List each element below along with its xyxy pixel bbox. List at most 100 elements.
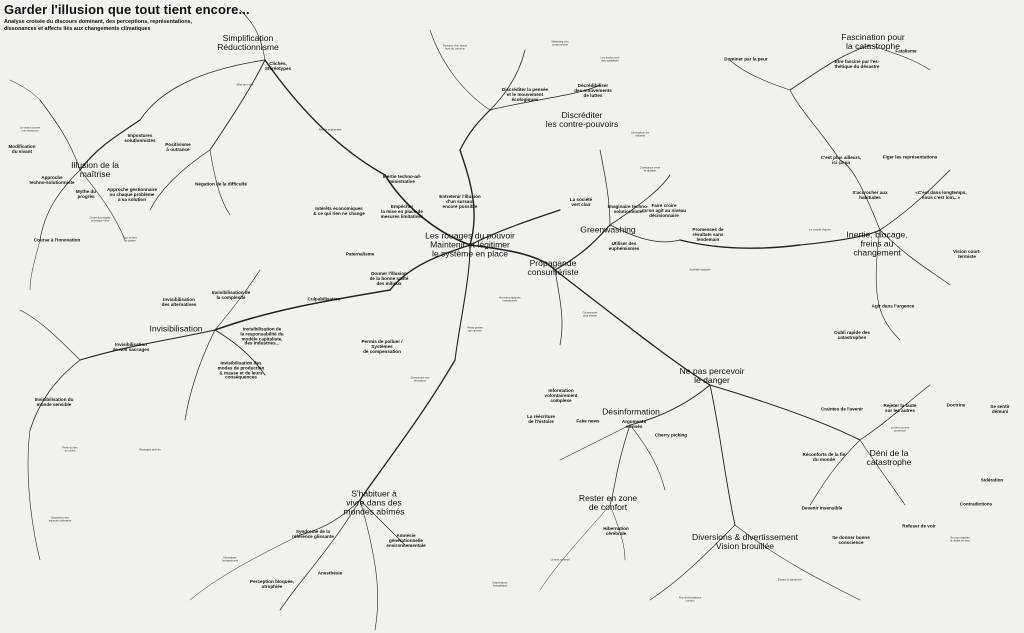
cat-refuser-voir: Refuser de voir: [902, 523, 936, 529]
cat-sideration: Sidération: [980, 477, 1004, 483]
hub-danger: Ne pas percevoir le danger: [679, 365, 745, 385]
hub-simplification: Simplification Réductionnisme: [217, 32, 279, 52]
leaf-note: Paysages abîmés: [139, 448, 161, 452]
leaf-note: Le vivant comme une ressource: [19, 126, 41, 133]
cat-illusion-bonne-sante: Donner l'illusion de la bonne santé des …: [369, 270, 409, 286]
cat-sursaut-possible: Entretenir l'illusion d'un sursaut encor…: [439, 193, 481, 209]
leaf-note: Petits gestes qui sauvent: [467, 326, 483, 333]
cat-mythe-progres: Mythe du progrès: [75, 189, 97, 199]
leaf-note: Bonnes pratiques individuelles: [499, 296, 521, 303]
leaf-note: Marketing vert consumériste: [551, 40, 569, 47]
cat-dominer-peur: Dominer par la peur: [724, 56, 768, 62]
cat-decredibiliser-luttes: Décrédibiliser des mouvements de luttes: [574, 82, 612, 98]
hub-propagande: Propagande consumériste: [527, 257, 579, 277]
cat-info-complexe: Information volontairement complexe: [544, 387, 578, 403]
cat-techno-solutionniste: Approche techno-solutionniste: [29, 175, 75, 185]
cat-dans-longtemps: «C'est dans longtemps, nous c'est loin..…: [915, 190, 967, 200]
hub-illusion-maitrise: Illusion de la maîtrise: [71, 159, 119, 179]
cat-invis-monde-sensible: Invisibilisation du monde sensible: [34, 397, 74, 407]
cat-cherry-picking: Cherry picking: [654, 432, 688, 438]
leaf-note: Flux d'informations continu: [678, 596, 702, 603]
cat-invis-capitaliste: Invisibilisation de la responsabilité du…: [240, 326, 284, 346]
cat-euphemismes: Utiliser des euphémismes: [608, 241, 640, 251]
cat-agir-urgence: Agir dans l'urgence: [871, 303, 915, 309]
hub-inertie: Inertie, blocage, freins au changement: [846, 229, 908, 258]
cat-bonne-conscience: Se donner bonne conscience: [832, 535, 870, 545]
leaf-note: Ne pas regarder la réalité en face: [950, 536, 970, 543]
leaf-note: Perte du lien au vivant: [62, 446, 78, 453]
leaf-note: Le monde d'après: [809, 228, 831, 232]
cat-discrediter-pensee: Discréditer la pensée et le mouvement éc…: [501, 86, 549, 102]
cat-hibernation: Hibernation cérébrale: [603, 526, 629, 536]
leaf-note: Sobriété imposée: [689, 268, 711, 272]
hub-s-habituer: S'habituer à vivre dans des mondes abîmé…: [343, 488, 405, 517]
cat-culpabilisation: Culpabilisation: [307, 296, 341, 302]
cat-invis-alternatives: Invisibilisation des alternatives: [161, 297, 197, 307]
cat-positivisme: Positivisme à outrance: [165, 142, 191, 152]
hub-rouages-pouvoir: Les rouages du pouvoir Maintenir et légi…: [425, 230, 515, 259]
cat-imaginaire-techno: Imaginaire techno- solutionniste: [607, 204, 649, 214]
cat-course-innovation: Course à l'innovation: [33, 237, 81, 243]
hub-zone-confort: Rester en zone de confort: [578, 492, 638, 512]
cat-impostures: Impostures solutionnistes: [124, 133, 156, 143]
leaf-note: Confort matériel: [550, 558, 570, 562]
cat-contradictions: Contradictions: [959, 501, 993, 507]
cat-esthetique-desastre: Etre fasciné par l'es- thétique du désas…: [834, 59, 880, 69]
cat-invis-saccages: Invisibilisation de nos saccages: [112, 342, 150, 352]
cat-amnesie: Amnésie générationnelle environnementale: [386, 532, 426, 548]
hub-diversions: Diversions & divertissement Vision broui…: [691, 531, 799, 551]
cat-doctrine: Doctrine: [946, 402, 966, 408]
cat-perception-bloquee: Perception bloquée, atrophiée: [250, 579, 294, 589]
cat-empecher-mesures: Empêcher la mise en place de mesures lim…: [380, 203, 424, 219]
cat-cliches: Clichés, Stéréotypes: [264, 61, 292, 71]
cat-paternalisme: Paternalisme: [345, 251, 375, 257]
leaf-note: Croissance verte et durable: [639, 166, 661, 173]
cat-craintes-avenir: Craintes de l'avenir: [820, 406, 864, 412]
leaf-note: Les écolos sont des ayatollahs: [600, 56, 620, 63]
cat-permis-polluer: Permis de polluer / Systèmes de compensa…: [361, 338, 403, 354]
cat-court-termiste: Vision court- termiste: [953, 249, 981, 259]
hub-invisibilisation: Invisibilisation: [149, 323, 203, 334]
cat-interets-economiques: Intérêts économiques & ce qui rien ne ch…: [313, 206, 365, 216]
leaf-note: Disparition des espèces ordinaires: [48, 516, 72, 523]
cat-figer-representations: Figer les représentations: [882, 154, 938, 160]
leaf-note: Effet de mode: [236, 83, 254, 87]
hub-deni-catastrophe: Déni de la catastrophe: [866, 447, 912, 467]
leaf-note: Consommer pour exister: [582, 311, 598, 318]
cat-approche-gestionnaire: Approche gestionnaire ou chaque problème…: [106, 186, 158, 202]
cat-societe-vert-clair: La société vert clair: [569, 197, 593, 207]
hub-desinformation: Désinformation: [602, 406, 660, 417]
cat-reconforts-fin-monde: Réconforts de la fin du monde: [802, 452, 846, 462]
hub-greenwashing: Greenwashing: [580, 224, 636, 235]
cat-inertie-techno-admin: Inertie techno-ad- ministrative: [382, 174, 422, 184]
leaf-note: Écrans & distraction: [778, 578, 802, 582]
leaf-note: Tout va bien se passer: [122, 236, 138, 243]
cat-devenir-insensible: Devenir insensible: [801, 505, 843, 511]
cat-oubli-catastrophes: Oubli rapide des catastrophes: [834, 330, 870, 340]
leaf-note: Le déni comme protection: [890, 426, 910, 433]
cat-anesthesie: Anesthésie: [317, 570, 343, 576]
cat-faire-croire: Faire croire qu'on agit au niveau décisi…: [641, 202, 687, 218]
cat-invis-production: Invisibilisation des modes de production…: [217, 360, 265, 380]
cat-reecriture-histoire: La réécriture de l'histoire: [527, 414, 555, 424]
hub-discrediter: Discréditer les contre-pouvoirs: [545, 109, 619, 129]
cat-reference-glissante: Syndrome de la référence glissante: [292, 529, 334, 539]
cat-accrocher-habitudes: S'accrocher aux habitudes: [852, 190, 888, 200]
leaf-note: Criminaliser les militants: [630, 131, 650, 138]
cat-fake-news: Fake news: [576, 418, 600, 424]
leaf-note: Croire au progrès technique infini: [89, 216, 111, 223]
hub-fascination: Fascination pour la catastrophe: [841, 31, 905, 51]
leaf-note: Fonction d'un espoir hors du commun: [442, 44, 468, 51]
leaf-note: Réalité augmentée: [318, 128, 342, 132]
cat-invis-complexite: Invisibilisation de la complexité: [211, 290, 251, 300]
cat-promesses: Promesses de résultats sans lendemain: [692, 226, 724, 242]
leaf-note: Dépendance énergétique: [492, 581, 508, 588]
cat-rejeter-faute: Rejeter la faute sur les autres: [883, 403, 917, 413]
leaf-note: Normaliser l'exceptionnel: [221, 556, 239, 563]
cat-arguments-errones: Arguments erronés: [621, 419, 647, 429]
leaf-note: Compenser ses émissions: [410, 376, 430, 383]
page-subtitle: Analyse croisée du discours dominant, de…: [4, 19, 193, 32]
cat-plus-ailleurs: C'est plus ailleurs, ici ça va: [820, 155, 862, 165]
cat-se-sentir-demuni: Se sentir démuni: [990, 404, 1010, 414]
